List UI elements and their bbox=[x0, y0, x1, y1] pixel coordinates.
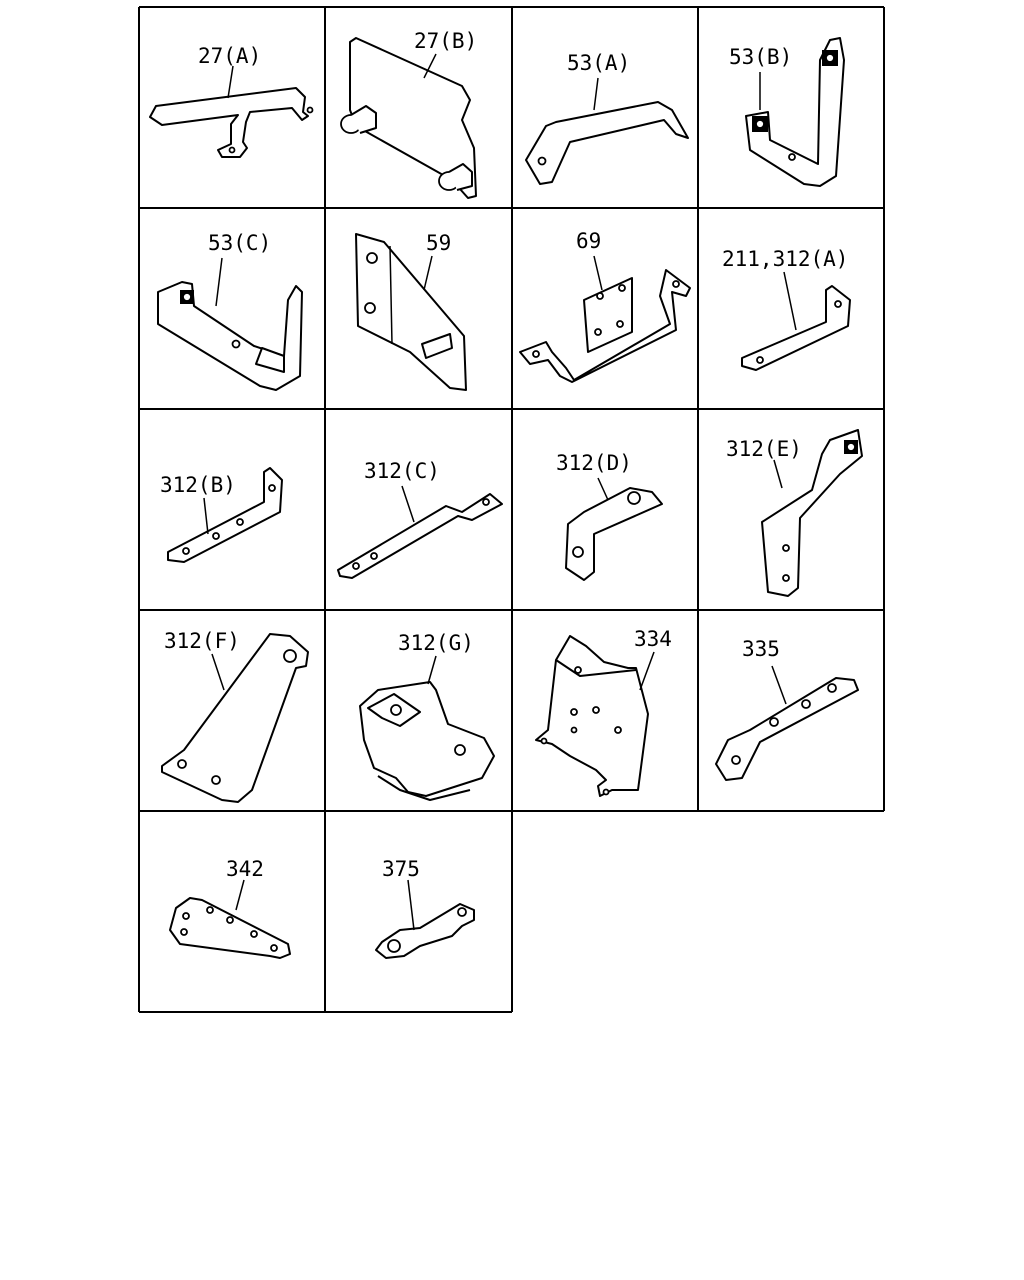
label-335: 335 bbox=[742, 637, 780, 661]
bracket-312c-drawing bbox=[337, 493, 503, 579]
label-69: 69 bbox=[576, 229, 601, 253]
bracket-375-drawing bbox=[375, 903, 475, 959]
bracket-53a-drawing bbox=[525, 101, 689, 185]
bracket-27a-drawing bbox=[149, 87, 314, 158]
label-53b: 53(B) bbox=[729, 45, 792, 69]
part-cell-69: 69 bbox=[519, 229, 691, 383]
part-cell-312d: 312(D) bbox=[556, 451, 663, 581]
part-cell-312b: 312(B) bbox=[160, 467, 283, 563]
label-53c: 53(C) bbox=[208, 231, 271, 255]
part-cell-312f: 312(F) bbox=[161, 629, 309, 803]
label-312b: 312(B) bbox=[160, 473, 236, 497]
label-334: 334 bbox=[634, 627, 672, 651]
label-312e: 312(E) bbox=[726, 437, 802, 461]
bracket-312g-drawing bbox=[359, 681, 495, 801]
bracket-312e-drawing bbox=[761, 429, 863, 597]
bracket-335-drawing bbox=[715, 677, 859, 781]
cell-grid bbox=[138, 6, 885, 1013]
label-27b: 27(B) bbox=[414, 29, 477, 53]
label-27a: 27(A) bbox=[198, 44, 261, 68]
label-312c: 312(C) bbox=[364, 459, 440, 483]
part-cell-334: 334 bbox=[535, 627, 672, 797]
part-cell-27a: 27(A) bbox=[149, 44, 314, 158]
bracket-27b-drawing bbox=[340, 37, 477, 199]
bracket-211-312a-drawing bbox=[741, 285, 851, 371]
part-cell-59: 59 bbox=[355, 231, 467, 391]
bracket-53c-drawing bbox=[157, 281, 303, 391]
bracket-312f-drawing bbox=[161, 633, 309, 803]
bracket-69-drawing bbox=[519, 269, 691, 383]
label-312f: 312(F) bbox=[164, 629, 240, 653]
part-cell-53b: 53(B) bbox=[729, 37, 845, 187]
part-cell-335: 335 bbox=[715, 637, 859, 781]
bracket-312d-drawing bbox=[565, 487, 663, 581]
bracket-53b-drawing bbox=[745, 37, 845, 187]
part-cell-312e: 312(E) bbox=[726, 429, 863, 597]
label-375: 375 bbox=[382, 857, 420, 881]
part-cell-312c: 312(C) bbox=[337, 459, 503, 579]
bracket-334-drawing bbox=[535, 635, 649, 797]
part-cell-211-312a: 211,312(A) bbox=[722, 247, 851, 371]
bracket-312b-drawing bbox=[167, 467, 283, 563]
part-cell-312g: 312(G) bbox=[359, 631, 495, 801]
part-cell-375: 375 bbox=[375, 857, 475, 959]
part-cell-53a: 53(A) bbox=[525, 51, 689, 185]
part-cell-342: 342 bbox=[169, 857, 291, 959]
part-cell-27b: 27(B) bbox=[340, 29, 477, 199]
label-59: 59 bbox=[426, 231, 451, 255]
label-312d: 312(D) bbox=[556, 451, 632, 475]
label-211-312a: 211,312(A) bbox=[722, 247, 848, 271]
label-53a: 53(A) bbox=[567, 51, 630, 75]
label-312g: 312(G) bbox=[398, 631, 474, 655]
bracket-342-drawing bbox=[169, 897, 291, 959]
bracket-59-drawing bbox=[355, 233, 467, 391]
label-342: 342 bbox=[226, 857, 264, 881]
part-cell-53c: 53(C) bbox=[157, 231, 303, 391]
